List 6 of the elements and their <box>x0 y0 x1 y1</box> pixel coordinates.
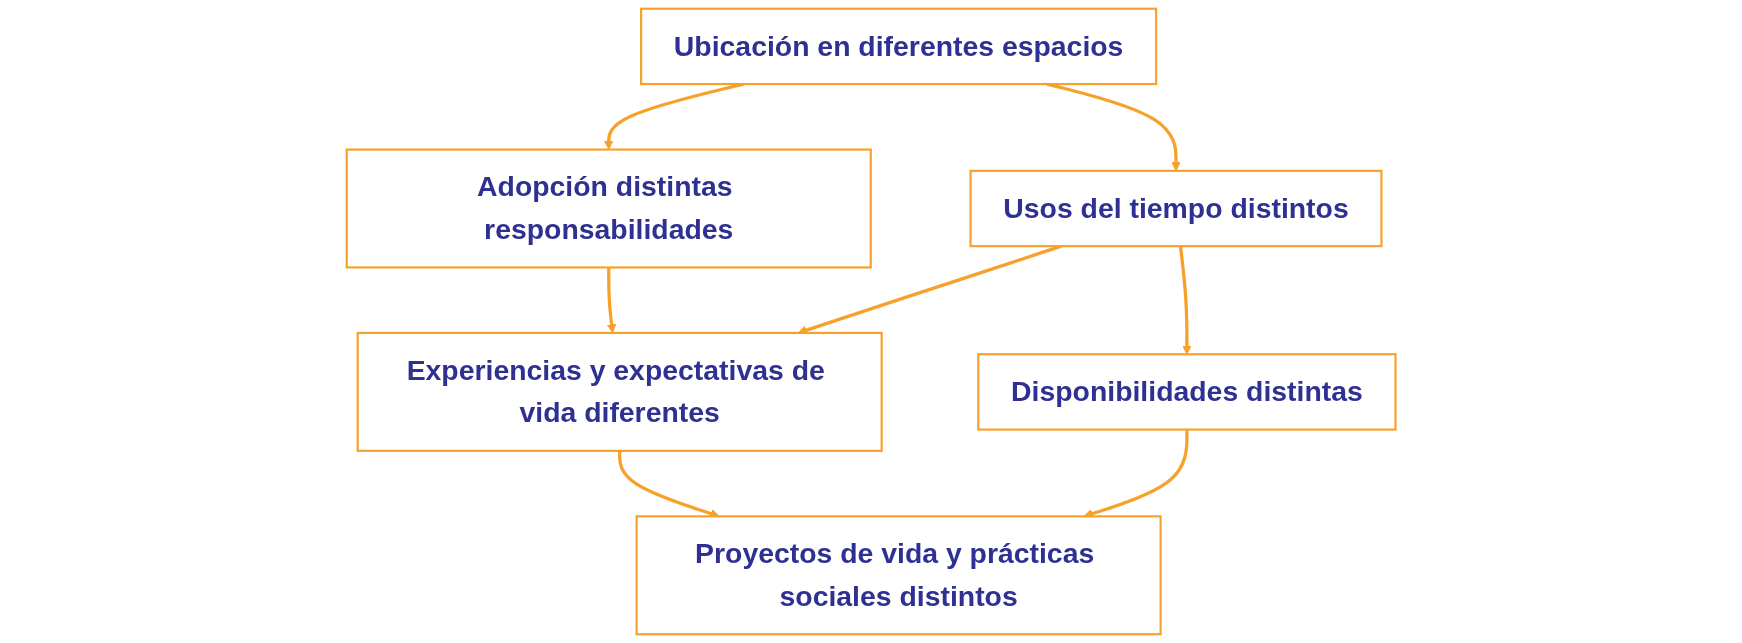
node-box: Ubicación en diferentes espacios <box>639 7 1158 86</box>
node-box: Disponibilidades distintas <box>977 353 1397 431</box>
node-box: Adopción distintas responsabilidades <box>345 148 872 269</box>
node-box: Usos del tiempo distintos <box>969 169 1383 248</box>
node-box: Experiencias y expectativas de vida diferentes <box>356 331 883 452</box>
node-box: Proyectos de vida y prácticas sociales distintos <box>635 515 1162 636</box>
